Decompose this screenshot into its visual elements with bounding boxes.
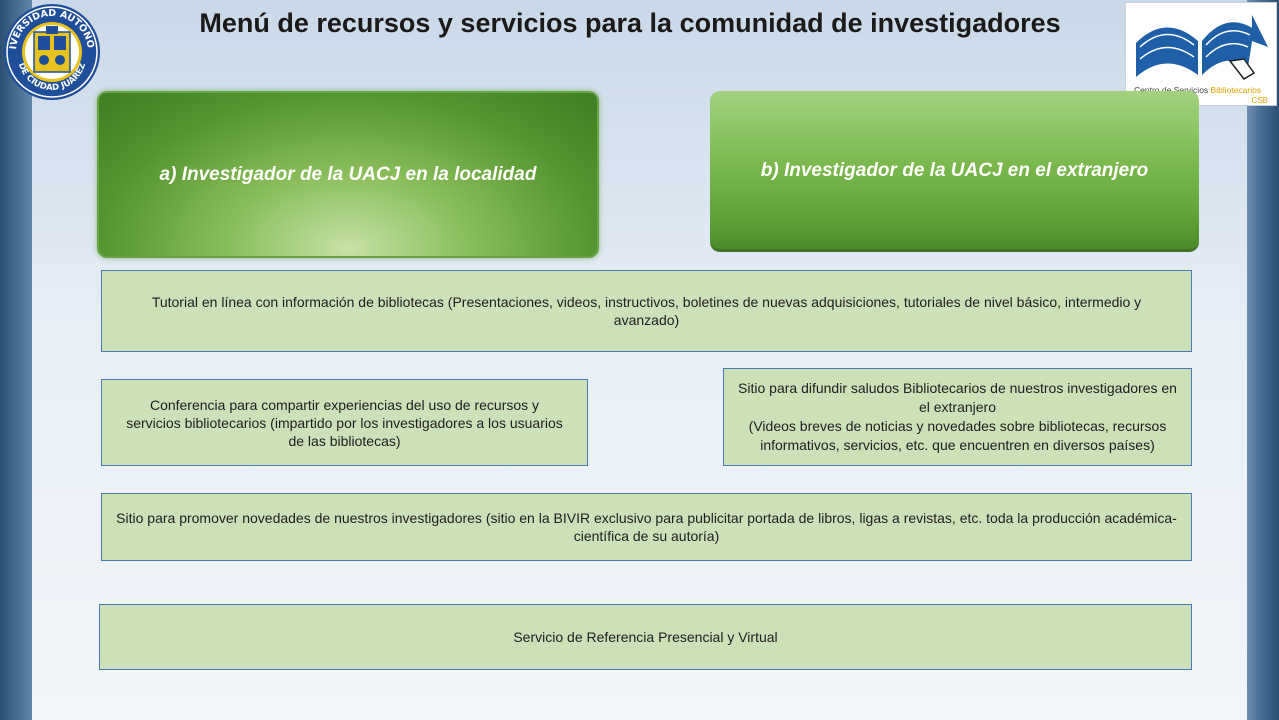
page-title: Menú de recursos y servicios para la com… <box>199 8 1061 38</box>
service-news-site[interactable]: Sitio para promover novedades de nuestro… <box>101 493 1192 561</box>
csb-logo: Centro de Servicios Bibliotecarios CSB <box>1125 2 1277 106</box>
university-seal-icon: UNIVERSIDAD AUTÓNOMA DE CIUDAD JUÁREZ <box>0 0 102 102</box>
option-abroad-researcher-button[interactable]: b) Investigador de la UACJ en el extranj… <box>710 91 1199 252</box>
csb-book-icon <box>1136 15 1268 80</box>
service-reference[interactable]: Servicio de Referencia Presencial y Virt… <box>99 604 1192 670</box>
csb-abbr: CSB <box>1251 96 1268 105</box>
service-greetings-detail: (Videos breves de noticias y novedades s… <box>748 418 1167 453</box>
service-conference[interactable]: Conferencia para compartir experiencias … <box>101 379 588 466</box>
option-local-researcher-button[interactable]: a) Investigador de la UACJ en la localid… <box>97 91 599 258</box>
service-greetings-site[interactable]: Sitio para difundir saludos Bibliotecari… <box>723 368 1192 466</box>
service-greetings-title: Sitio para difundir saludos Bibliotecari… <box>738 380 1177 415</box>
service-online-tutorial[interactable]: Tutorial en línea con información de bib… <box>101 270 1192 352</box>
csb-label: Centro de Servicios Bibliotecarios <box>1134 85 1262 95</box>
